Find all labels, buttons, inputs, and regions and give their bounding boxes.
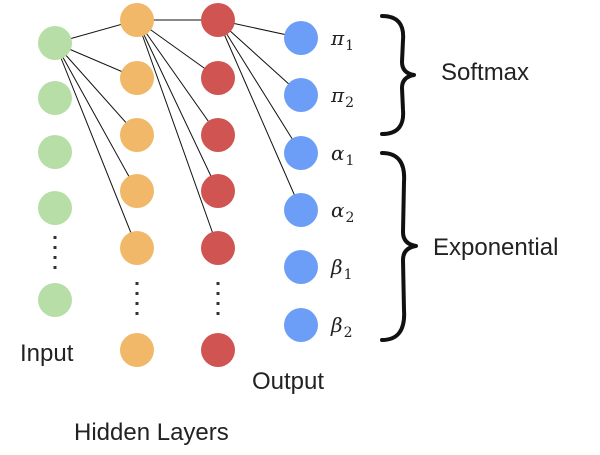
- exponential-label: Exponential: [433, 234, 558, 261]
- output-symbol: α2: [331, 198, 354, 226]
- hidden1-ellipsis-dot: [135, 292, 139, 295]
- input-ellipsis-dot: [53, 256, 57, 259]
- hidden1-ellipsis-dot: [135, 302, 139, 305]
- hidden2-node: [201, 3, 235, 37]
- output-subscript: 1: [345, 38, 354, 54]
- hidden2-ellipsis-dot: [216, 292, 220, 295]
- output-node: [284, 21, 318, 55]
- output-symbols: π1 π2 α1 α2 β1 β2: [330, 26, 354, 341]
- hidden2-ellipsis-dot: [216, 302, 220, 305]
- hidden1-node: [120, 3, 154, 37]
- edge-input-to-hidden1: [54, 42, 138, 136]
- softmax-label: Softmax: [441, 59, 529, 86]
- hidden2-node: [201, 174, 235, 208]
- output-subscript: 2: [345, 95, 354, 111]
- input-node: [38, 81, 72, 115]
- output-symbol: π2: [330, 83, 354, 111]
- hidden1-node: [120, 174, 154, 208]
- hidden-layers-label: Hidden Layers: [74, 419, 229, 446]
- output-subscript: 2: [344, 325, 353, 341]
- input-ellipsis-dot: [53, 236, 57, 239]
- edge-hidden2-to-output: [217, 19, 302, 211]
- edge-input-to-hidden1: [54, 42, 138, 192]
- network-nodes: [38, 3, 318, 367]
- edge-hidden1-to-hidden2: [136, 19, 219, 192]
- output-node: [284, 78, 318, 112]
- hidden1-ellipsis-dot: [135, 312, 139, 315]
- hidden1-node: [120, 333, 154, 367]
- edge-hidden1-to-hidden2: [136, 19, 219, 249]
- input-node: [38, 191, 72, 225]
- output-subscript: 1: [346, 153, 355, 169]
- hidden2-node: [201, 231, 235, 265]
- input-ellipsis-dot: [53, 246, 57, 249]
- output-symbol: β2: [330, 313, 352, 341]
- hidden1-node: [120, 118, 154, 152]
- exponential-brace: [380, 151, 418, 342]
- output-layer-label: Output: [252, 368, 324, 395]
- hidden2-node: [201, 61, 235, 95]
- ellipsis-dots: [53, 236, 220, 315]
- edge-hidden2-to-output: [217, 19, 302, 154]
- output-symbol: β1: [330, 255, 352, 283]
- hidden2-node: [201, 118, 235, 152]
- input-layer-label: Input: [20, 340, 74, 367]
- input-node: [38, 283, 72, 317]
- softmax-brace: [380, 14, 416, 136]
- output-symbol: α1: [331, 141, 354, 169]
- hidden1-node: [120, 61, 154, 95]
- input-node: [38, 135, 72, 169]
- hidden1-ellipsis-dot: [135, 282, 139, 285]
- hidden2-ellipsis-dot: [216, 312, 220, 315]
- hidden2-ellipsis-dot: [216, 282, 220, 285]
- hidden2-node: [201, 333, 235, 367]
- connection-edges: [54, 19, 302, 249]
- edge-hidden1-to-hidden2: [136, 19, 219, 136]
- output-node: [284, 136, 318, 170]
- output-node: [284, 308, 318, 342]
- output-node: [284, 250, 318, 284]
- input-ellipsis-dot: [53, 266, 57, 269]
- edge-hidden2-to-output: [217, 19, 302, 96]
- input-node: [38, 26, 72, 60]
- output-node: [284, 193, 318, 227]
- hidden1-node: [120, 231, 154, 265]
- output-subscript: 2: [346, 210, 355, 226]
- edge-input-to-hidden1: [54, 42, 138, 249]
- output-subscript: 1: [344, 267, 353, 283]
- output-symbol: π1: [330, 26, 354, 54]
